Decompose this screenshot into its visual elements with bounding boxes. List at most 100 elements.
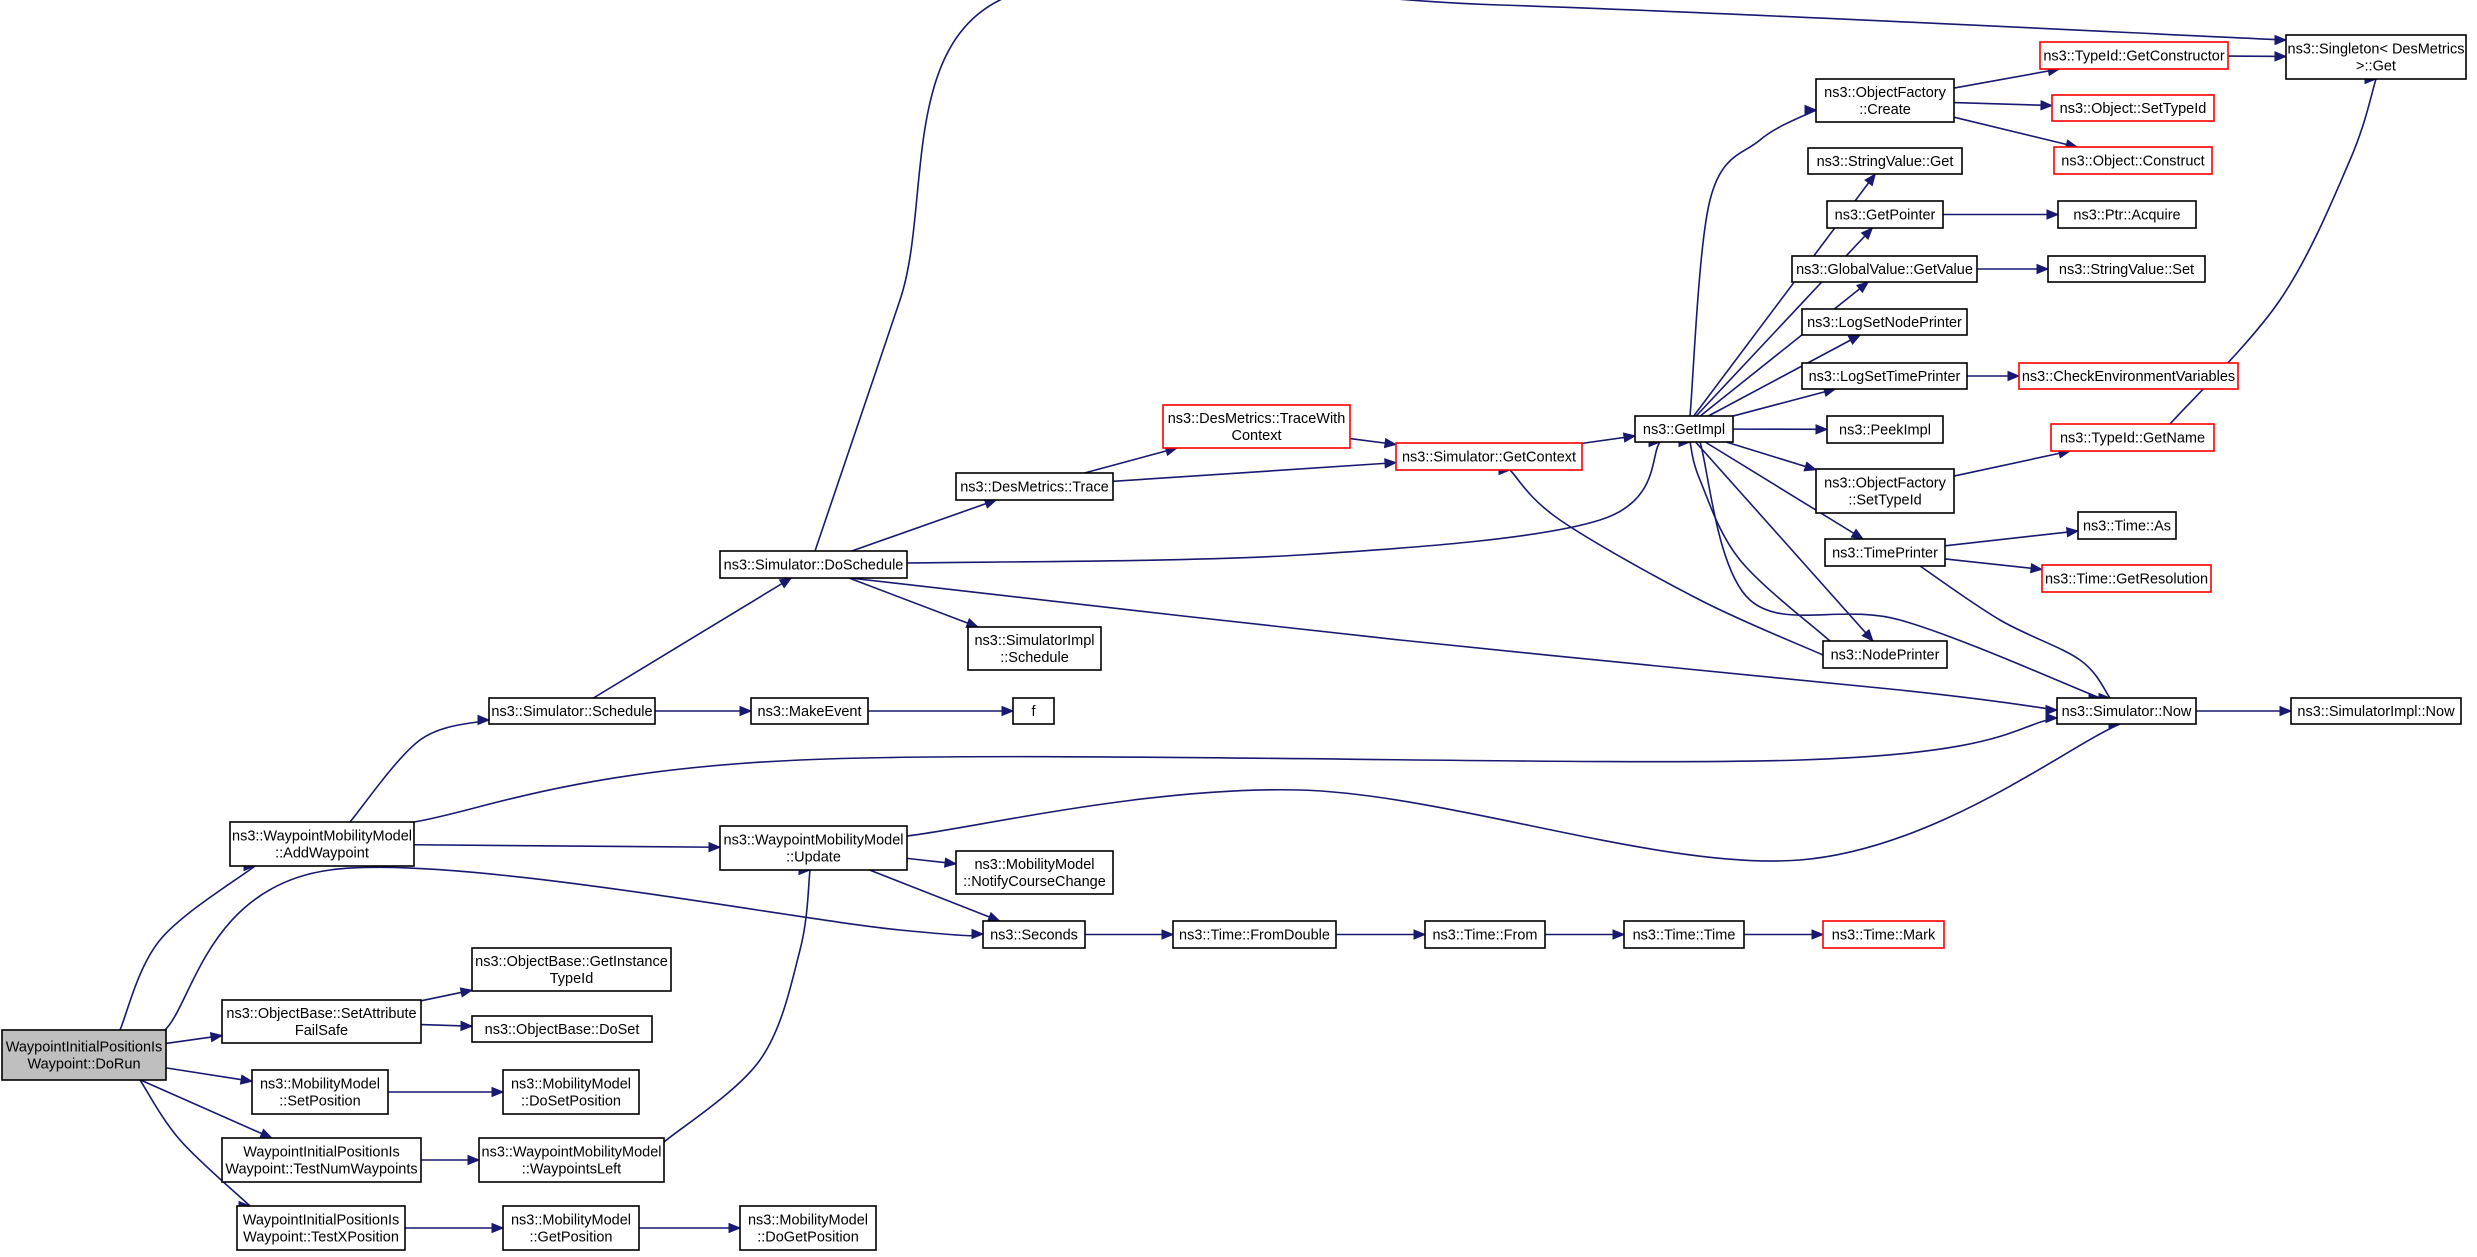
node-logSetNodePrinter[interactable]: ns3::LogSetNodePrinter	[1801, 308, 1968, 336]
edge-line	[848, 577, 979, 628]
node-simImplSchedule[interactable]: ns3::SimulatorImpl::Schedule	[967, 626, 1102, 671]
node-timePrinter[interactable]: ns3::TimePrinter	[1824, 538, 1946, 567]
node-label: WaypointInitialPositionIs	[243, 1213, 400, 1229]
node-timeTime[interactable]: ns3::Time::Time	[1623, 920, 1745, 949]
call-edge-timePrinter-to-timeAs	[1944, 527, 2080, 547]
node-testNumWp[interactable]: WaypointInitialPositionIsWaypoint::TestN…	[221, 1137, 422, 1183]
node-wmmUpdate[interactable]: ns3::WaypointMobilityModel::Update	[719, 825, 908, 871]
call-edge-getImpl-to-peekImpl	[1732, 424, 1829, 435]
node-label: ns3::Time::As	[2083, 519, 2171, 535]
node-gvGetValue[interactable]: ns3::GlobalValue::GetValue	[1791, 255, 1978, 283]
node-box	[982, 920, 1086, 949]
call-edge-simDoSchedule-to-singletonGet	[807, 0, 2345, 571]
arrow-head	[1855, 281, 1870, 294]
node-box	[502, 1069, 640, 1115]
node-ofSetTypeId[interactable]: ns3::ObjectFactory::SetTypeId	[1815, 468, 1955, 514]
node-mmNotify[interactable]: ns3::MobilityModel::NotifyCourseChange	[955, 850, 1114, 895]
node-box	[2039, 41, 2229, 70]
edge-line	[1505, 465, 1833, 660]
call-edge-testNumWp-to-wmmWpLeft	[421, 1154, 481, 1166]
node-mmSetPos[interactable]: ns3::MobilityModel::SetPosition	[251, 1069, 389, 1115]
node-wmmWpLeft[interactable]: ns3::WaypointMobilityModel::WaypointsLef…	[478, 1137, 665, 1183]
node-strValSet[interactable]: ns3::StringValue::Set	[2047, 255, 2206, 283]
arrow-head	[1803, 461, 1818, 472]
node-box	[1826, 415, 1944, 444]
call-edge-simSchedule-to-makeEvent	[655, 705, 753, 717]
call-edge-obSetAttr-to-obGetInstTid	[420, 987, 474, 1002]
node-objSetTypeId[interactable]: ns3::Object::SetTypeId	[2051, 94, 2215, 122]
node-checkEnv[interactable]: ns3::CheckEnvironmentVariables	[2018, 362, 2239, 390]
node-mmDoGetPos[interactable]: ns3::MobilityModel::DoGetPosition	[739, 1205, 877, 1251]
node-box	[2051, 94, 2215, 122]
node-peekImpl[interactable]: ns3::PeekImpl	[1826, 415, 1944, 444]
node-box	[502, 1205, 640, 1251]
node-simDoSchedule[interactable]: ns3::Simulator::DoSchedule	[719, 550, 908, 579]
node-box	[221, 999, 422, 1044]
node-timeAs[interactable]: ns3::Time::As	[2077, 511, 2177, 540]
node-label: ns3::ObjectFactory	[1824, 476, 1946, 492]
node-label: ns3::MobilityModel	[511, 1077, 631, 1093]
arrow-head	[943, 857, 958, 868]
node-label: ns3::Simulator::Now	[2062, 704, 2192, 720]
edge-line	[1944, 558, 2043, 571]
node-timeFrom[interactable]: ns3::Time::From	[1424, 920, 1546, 949]
edge-line	[1944, 530, 2079, 547]
arrow-head	[1864, 172, 1877, 187]
node-desTrace[interactable]: ns3::DesMetrics::Trace	[955, 472, 1114, 501]
node-logSetTimePrinter[interactable]: ns3::LogSetTimePrinter	[1801, 362, 1968, 390]
node-timeGetRes[interactable]: ns3::Time::GetResolution	[2041, 564, 2212, 593]
node-simSchedule[interactable]: ns3::Simulator::Schedule	[488, 697, 656, 725]
edge-line	[877, 713, 2145, 862]
node-simImplNow[interactable]: ns3::SimulatorImpl::Now	[2290, 697, 2462, 725]
node-singletonGet[interactable]: ns3::Singleton< DesMetrics >::Get	[2285, 34, 2467, 80]
call-edge-wmmUpdate-to-mmNotify	[906, 857, 958, 868]
node-seconds[interactable]: ns3::Seconds	[982, 920, 1086, 949]
arrow-head	[1383, 437, 1398, 449]
node-simNow[interactable]: ns3::Simulator::Now	[2056, 697, 2197, 725]
node-label: ::Schedule	[1000, 650, 1069, 666]
arrow-head	[778, 577, 793, 589]
node-label: ns3::GetPointer	[1835, 208, 1936, 224]
call-edge-wmmUpdate-to-simNow	[877, 713, 2145, 862]
node-label: Waypoint::DoRun	[27, 1057, 140, 1073]
node-tidGetCtor[interactable]: ns3::TypeId::GetConstructor	[2039, 41, 2229, 70]
node-label: ::Create	[1859, 102, 1911, 118]
node-getImpl[interactable]: ns3::GetImpl	[1634, 415, 1734, 443]
node-timeFromDouble[interactable]: ns3::Time::FromDouble	[1172, 920, 1337, 949]
node-testXPos[interactable]: WaypointInitialPositionIsWaypoint::TestX…	[236, 1205, 406, 1251]
node-tidGetName[interactable]: ns3::TypeId::GetName	[2050, 423, 2215, 452]
node-f[interactable]: f	[1012, 697, 1055, 725]
node-ofCreate[interactable]: ns3::ObjectFactory::Create	[1815, 78, 1955, 123]
call-edge-simGetContext-to-getImpl	[1581, 432, 1637, 445]
node-getPointer[interactable]: ns3::GetPointer	[1826, 200, 1944, 229]
call-edge-getImpl-to-ofSetTypeId	[1725, 441, 1818, 472]
node-nodePrinter[interactable]: ns3::NodePrinter	[1822, 640, 1948, 669]
node-box	[488, 697, 656, 725]
node-objConstruct[interactable]: ns3::Object::Construct	[2053, 146, 2213, 175]
node-label: FailSafe	[295, 1023, 348, 1039]
node-timeMark[interactable]: ns3::Time::Mark	[1822, 920, 1945, 949]
node-ptrAcquire[interactable]: ns3::Ptr::Acquire	[2057, 200, 2197, 229]
edge-line	[1699, 281, 1869, 417]
node-obDoSet[interactable]: ns3::ObjectBase::DoSet	[471, 1015, 653, 1043]
edge-line	[1953, 101, 2053, 107]
node-mmDoSetPos[interactable]: ns3::MobilityModel::DoSetPosition	[502, 1069, 640, 1115]
node-box	[1815, 78, 1955, 123]
node-label: ns3::DesMetrics::Trace	[960, 480, 1109, 496]
node-makeEvent[interactable]: ns3::MakeEvent	[750, 697, 869, 725]
node-box	[1807, 147, 1963, 175]
arrow-head	[467, 1154, 481, 1166]
node-mmGetPos[interactable]: ns3::MobilityModel::GetPosition	[502, 1205, 640, 1251]
node-addWaypoint[interactable]: ns3::WaypointMobilityModel::AddWaypoint	[229, 821, 415, 867]
node-label: ns3::Time::Time	[1633, 928, 1736, 944]
edge-line	[384, 714, 2077, 828]
call-edge-getImpl-to-timePrinter	[1704, 441, 1865, 540]
node-label: ns3::CheckEnvironmentVariables	[2022, 369, 2235, 385]
arrow-head	[1815, 424, 1829, 435]
node-simGetContext[interactable]: ns3::Simulator::GetContext	[1395, 442, 1583, 471]
node-strValGet[interactable]: ns3::StringValue::Get	[1807, 147, 1963, 175]
